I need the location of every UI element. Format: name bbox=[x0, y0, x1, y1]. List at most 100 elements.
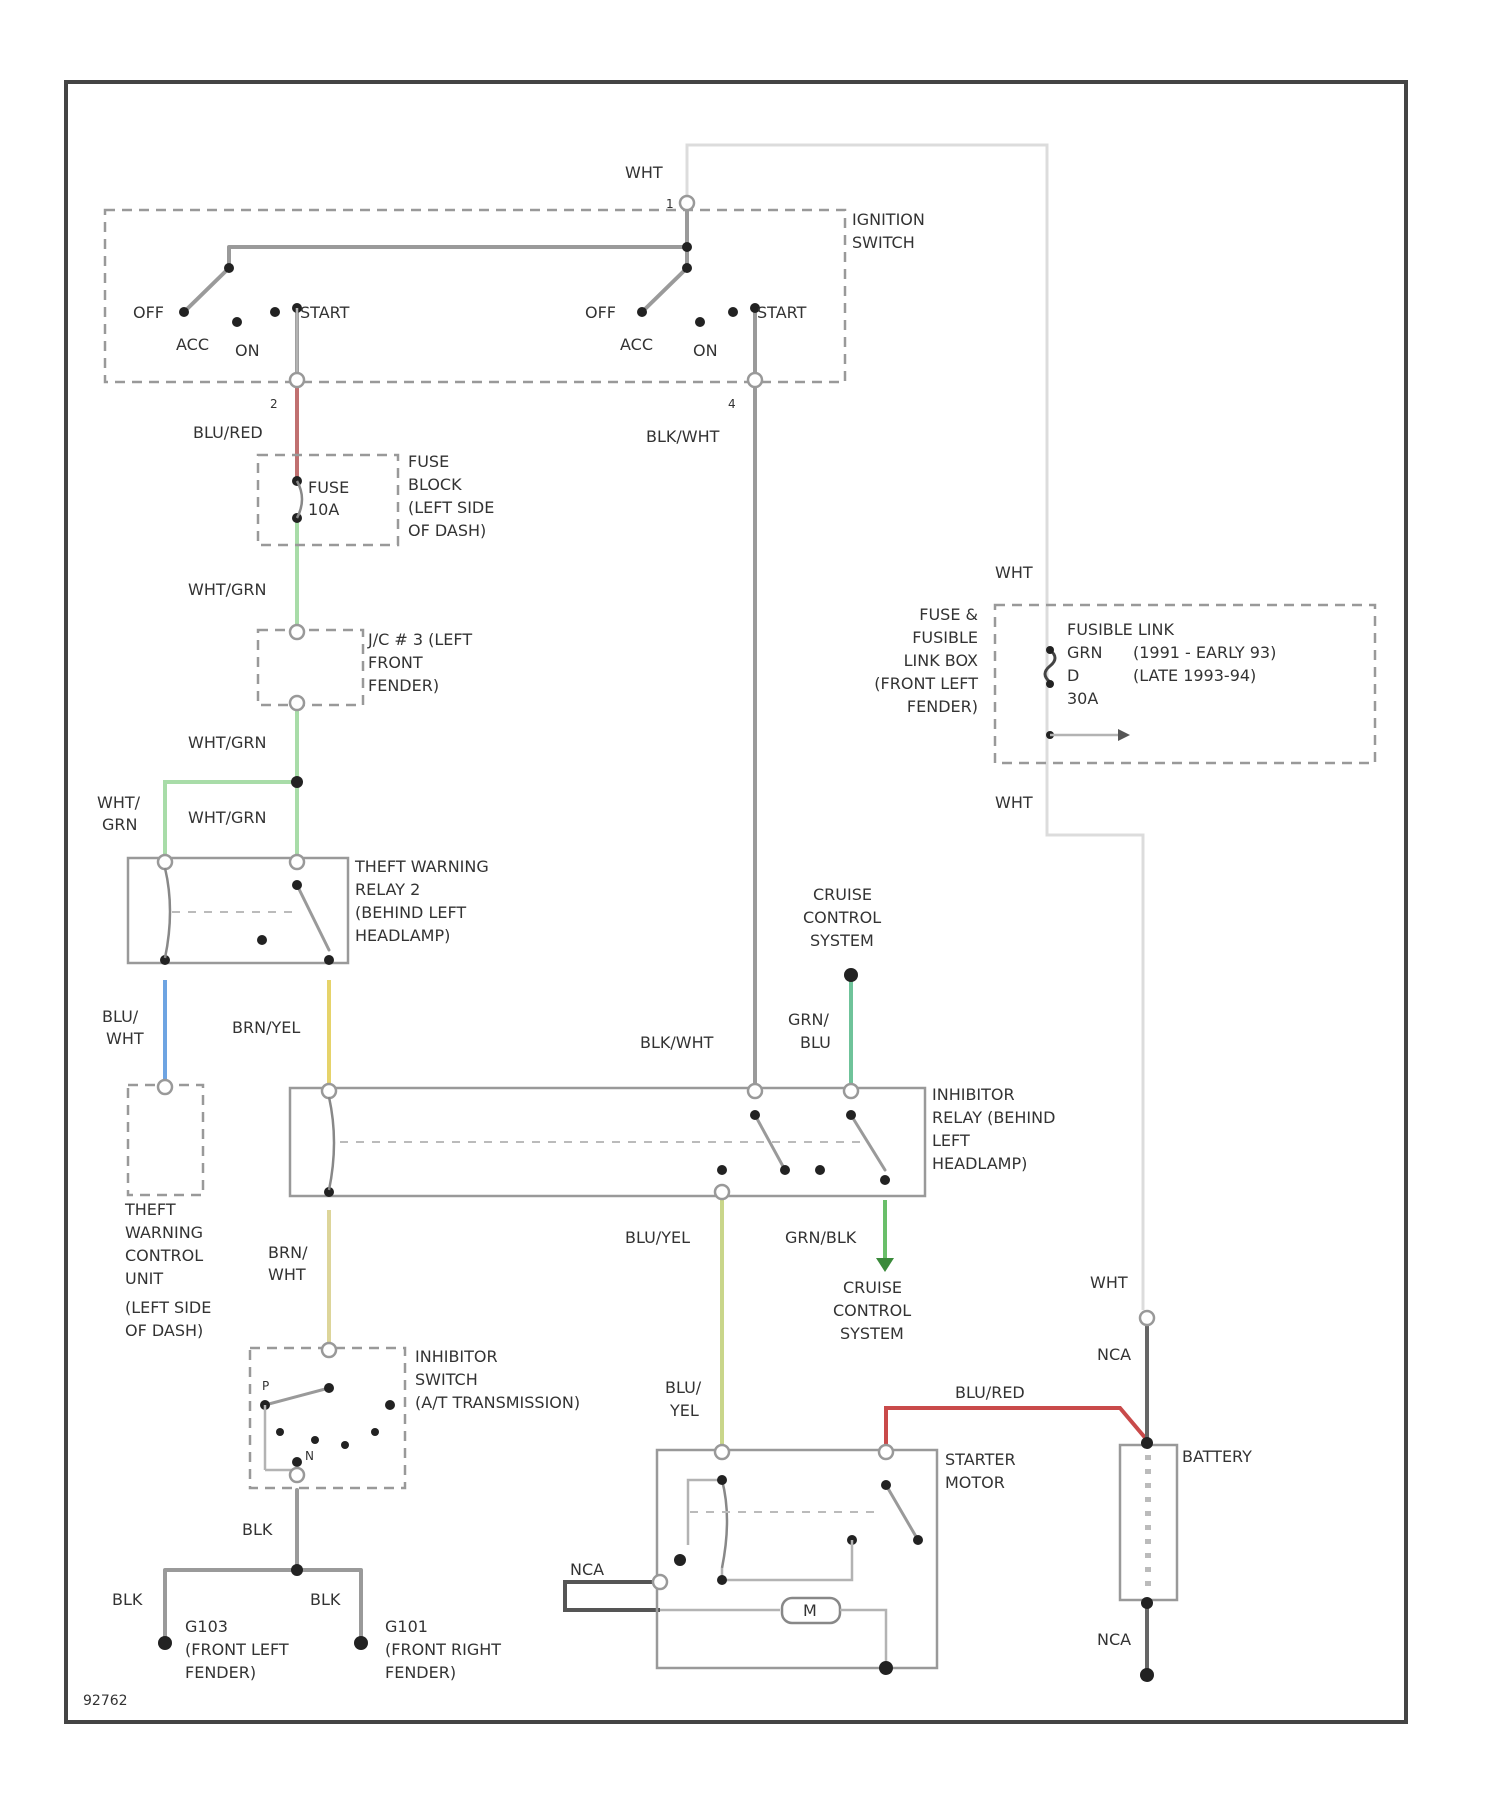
fusible-label-1: FUSIBLE bbox=[912, 628, 978, 647]
label-wht-grn-1: WHT/GRN bbox=[188, 580, 267, 599]
label-blu-yel-2-0: BLU/ bbox=[665, 1378, 702, 1397]
label-blu-wht-1: WHT bbox=[106, 1029, 144, 1048]
pin-2: 2 bbox=[270, 397, 278, 411]
fuse-block-label-0: FUSE bbox=[408, 452, 449, 471]
jc-label-1: FRONT bbox=[368, 653, 423, 672]
label-blu-red: BLU/RED bbox=[193, 423, 263, 442]
fusible-label-4: FENDER) bbox=[907, 697, 978, 716]
label-blu-yel-2-1: YEL bbox=[669, 1401, 699, 1420]
label-blk-2: BLK bbox=[112, 1590, 143, 1609]
fusible-inner-5: 30A bbox=[1067, 689, 1098, 708]
theft-relay-label-0: THEFT WARNING bbox=[354, 857, 489, 876]
label-grn-blk: GRN/BLK bbox=[785, 1228, 857, 1247]
fusible-inner-0: FUSIBLE LINK bbox=[1067, 620, 1174, 639]
fusible-inner-2: (1991 - EARLY 93) bbox=[1133, 643, 1276, 662]
theft-relay-label-2: (BEHIND LEFT bbox=[355, 903, 466, 922]
fuse-block-label-3: OF DASH) bbox=[408, 521, 486, 540]
battery-label: BATTERY bbox=[1182, 1447, 1252, 1466]
fusible-label-3: (FRONT LEFT bbox=[874, 674, 978, 693]
pin-4: 4 bbox=[728, 397, 736, 411]
cruise-arrow-icon bbox=[876, 1258, 894, 1272]
inhibitor-relay: INHIBITOR RELAY (BEHIND LEFT HEADLAMP) bbox=[290, 1084, 1055, 1199]
pin-1: 1 bbox=[666, 197, 674, 211]
fusible-box-label: FUSE & FUSIBLE LINK BOX (FRONT LEFT FEND… bbox=[874, 605, 978, 716]
fusible-inner-4: (LATE 1993-94) bbox=[1133, 666, 1256, 685]
ground-right: G101 (FRONT RIGHT FENDER) bbox=[354, 1617, 501, 1682]
fuse-block-label-1: BLOCK bbox=[408, 475, 462, 494]
ground-splice-dot bbox=[291, 1564, 303, 1576]
inhibitor-relay-label-2: LEFT bbox=[932, 1131, 970, 1150]
fusible-inner-1: GRN bbox=[1067, 643, 1102, 662]
ign-right-on: ON bbox=[693, 341, 718, 360]
wire-nca-starter bbox=[565, 1582, 660, 1610]
ground-right-label-1: (FRONT RIGHT bbox=[385, 1640, 501, 1659]
label-brn-wht-1: WHT bbox=[268, 1265, 306, 1284]
diagram-id: 92762 bbox=[83, 1693, 128, 1709]
inhibitor-relay-label-3: HEADLAMP) bbox=[932, 1154, 1027, 1173]
splice-dot bbox=[291, 776, 303, 788]
battery-ground-icon bbox=[1140, 1668, 1154, 1682]
cruise-top-label-0: CRUISE bbox=[813, 885, 872, 904]
junction-connector: J/C # 3 (LEFT FRONT FENDER) bbox=[258, 625, 472, 710]
ign-left-start: START bbox=[300, 303, 350, 322]
label-nca-2: NCA bbox=[1097, 1345, 1131, 1364]
battery-terminal-top bbox=[1140, 1311, 1154, 1325]
cruise-bottom-label-0: CRUISE bbox=[843, 1278, 902, 1297]
label-blu-yel-1: BLU/YEL bbox=[625, 1228, 690, 1247]
theft-unit-label-2: CONTROL bbox=[125, 1246, 203, 1265]
label-brn-yel: BRN/YEL bbox=[232, 1018, 300, 1037]
ignition-switch: IGNITION SWITCH OFF ACC ON START OFF ACC… bbox=[105, 196, 925, 387]
label-nca-3: NCA bbox=[1097, 1630, 1131, 1649]
label-blk-wht-mid: BLK/WHT bbox=[640, 1033, 714, 1052]
theft-warning-control-unit: THEFT WARNING CONTROL UNIT (LEFT SIDE OF… bbox=[124, 1080, 211, 1340]
diagram-frame bbox=[66, 82, 1406, 1722]
cruise-control-bottom: CRUISE CONTROL SYSTEM bbox=[833, 1278, 911, 1343]
fusible-arrow-icon bbox=[1118, 729, 1130, 741]
theft-unit-label-5: OF DASH) bbox=[125, 1321, 203, 1340]
fuse-text-2: 10A bbox=[308, 500, 339, 519]
ground-left-label-0: G103 bbox=[185, 1617, 228, 1636]
ground-right-label-2: FENDER) bbox=[385, 1663, 456, 1682]
inhibitor-switch-label-1: SWITCH bbox=[415, 1370, 478, 1389]
label-wht-grn-2: WHT/GRN bbox=[188, 733, 267, 752]
ign-left-on: ON bbox=[235, 341, 260, 360]
cruise-bottom-label-2: SYSTEM bbox=[840, 1324, 904, 1343]
fuse-text-1: FUSE bbox=[308, 478, 349, 497]
theft-unit-label-4: (LEFT SIDE bbox=[125, 1298, 211, 1317]
label-brn-wht-0: BRN/ bbox=[268, 1243, 308, 1262]
fusible-link-box: FUSIBLE LINK GRN (1991 - EARLY 93) D (LA… bbox=[995, 605, 1375, 763]
inhibitor-gear-n: N bbox=[305, 1449, 314, 1463]
fuse-block-label-2: (LEFT SIDE bbox=[408, 498, 494, 517]
ground-right-icon bbox=[354, 1636, 368, 1650]
ignition-label-1: IGNITION bbox=[852, 210, 925, 229]
theft-relay-label-3: HEADLAMP) bbox=[355, 926, 450, 945]
inhibitor-gear-p: P bbox=[262, 1379, 269, 1393]
theft-unit-label-0: THEFT bbox=[124, 1200, 176, 1219]
ground-left: G103 (FRONT LEFT FENDER) bbox=[158, 1617, 289, 1682]
fusible-label-2: LINK BOX bbox=[904, 651, 978, 670]
cruise-top-label-2: SYSTEM bbox=[810, 931, 874, 950]
label-grn-blu-1: BLU bbox=[800, 1033, 831, 1052]
ground-right-label-0: G101 bbox=[385, 1617, 428, 1636]
battery: BATTERY bbox=[1120, 1437, 1252, 1609]
ignition-label-2: SWITCH bbox=[852, 233, 915, 252]
ign-left-off: OFF bbox=[133, 303, 164, 322]
ign-left-acc: ACC bbox=[176, 335, 209, 354]
starter-label-1: MOTOR bbox=[945, 1473, 1005, 1492]
label-blk-3: BLK bbox=[310, 1590, 341, 1609]
starter-label-0: STARTER bbox=[945, 1450, 1016, 1469]
fusible-label-0: FUSE & bbox=[919, 605, 978, 624]
label-wht-fuse-bottom: WHT bbox=[995, 793, 1033, 812]
inhibitor-relay-label-1: RELAY (BEHIND bbox=[932, 1108, 1055, 1127]
label-wht-grn-branch-0: WHT/ bbox=[97, 793, 141, 812]
theft-warning-relay: THEFT WARNING RELAY 2 (BEHIND LEFT HEADL… bbox=[128, 855, 489, 965]
label-blu-red-battery: BLU/RED bbox=[955, 1383, 1025, 1402]
jc-label-2: FENDER) bbox=[368, 676, 439, 695]
label-blk-wht-top: BLK/WHT bbox=[646, 427, 720, 446]
label-wht-battery: WHT bbox=[1090, 1273, 1128, 1292]
wire-blu-red-battery bbox=[886, 1408, 1147, 1448]
inhibitor-switch-label-2: (A/T TRANSMISSION) bbox=[415, 1393, 580, 1412]
inhibitor-switch: P N INHIBITOR SWITCH (A/T TRANSMISSION) bbox=[250, 1343, 580, 1488]
starter-motor-m: M bbox=[803, 1601, 817, 1620]
